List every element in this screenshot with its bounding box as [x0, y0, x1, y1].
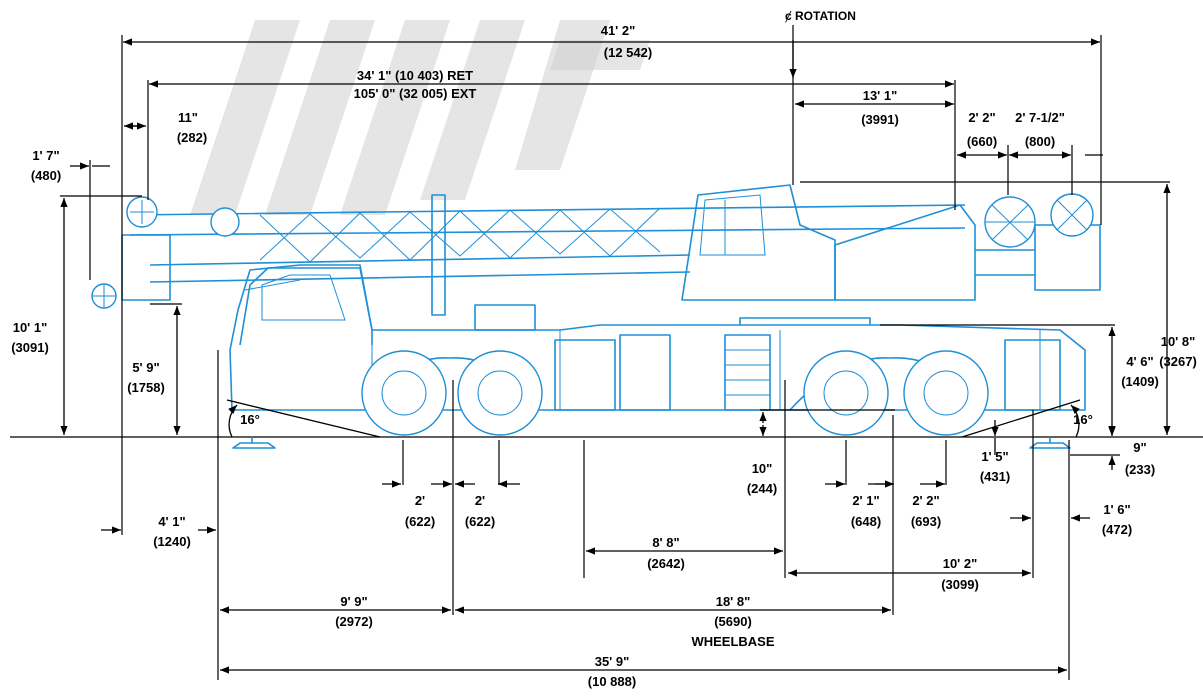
label-deck-height-ft: 4' 6" [1126, 354, 1153, 369]
label-rear-out-mm: (3099) [941, 577, 979, 592]
label-overall-height-mm: (3267) [1159, 354, 1197, 369]
label-rot-rear-mm: (3991) [861, 112, 899, 127]
label-rear-overhang-mm: (472) [1102, 522, 1132, 537]
label-outrigger-mm: (2642) [647, 556, 685, 571]
label-axle4-mm: (693) [911, 514, 941, 529]
label-tire1-mm: (622) [405, 514, 435, 529]
label-d480-ft: 1' 7" [32, 148, 59, 163]
tire-1 [361, 350, 447, 436]
dimension-lines [60, 25, 1171, 680]
jib-sheave [210, 207, 240, 237]
crane-illustration [91, 184, 1101, 449]
label-d800-ft: 2' 7-1/2" [1015, 110, 1065, 125]
hook-block-frame [121, 234, 171, 301]
front-outrigger-pad [232, 437, 276, 449]
label-tire1-ft: 2' [415, 493, 425, 508]
label-carrier-length-mm: (10 888) [588, 674, 636, 689]
label-wheelbase-ft: 18' 8" [716, 594, 751, 609]
label-wheelbase: WHEELBASE [691, 634, 774, 649]
label-wheelbase-mm: (5690) [714, 614, 752, 629]
tire-4 [903, 350, 989, 436]
label-boom-ext: 105' 0" (32 005) EXT [354, 86, 477, 101]
label-tire2-mm: (622) [465, 514, 495, 529]
label-axle3-mm: (648) [851, 514, 881, 529]
label-axle3-ft: 2' 1" [852, 493, 879, 508]
label-overall-length-mm: (12 542) [604, 45, 652, 60]
label-rear-out-ft: 10' 2" [943, 556, 978, 571]
label-overall-height-ft: 10' 8" [1161, 334, 1196, 349]
label-d282-mm: (282) [177, 130, 207, 145]
label-clearance-ft: 10" [752, 461, 773, 476]
label-outrigger-ft: 8' 8" [652, 535, 679, 550]
label-rot-rear-ft: 13' 1" [863, 88, 898, 103]
mast [431, 194, 446, 316]
label-height-boom-ft: 10' 1" [13, 320, 48, 335]
label-height-cab-mm: (1758) [127, 380, 165, 395]
label-d282-ft: 11" [178, 110, 198, 125]
watermark [190, 20, 650, 215]
label-d800-mm: (800) [1025, 134, 1055, 149]
label-front-axle-ft: 9' 9" [340, 594, 367, 609]
label-float-ft: 9" [1133, 440, 1146, 455]
boom-lattice [259, 207, 661, 263]
label-front-overhang-ft: 4' 1" [158, 514, 185, 529]
tire-3 [803, 350, 889, 436]
label-front-overhang-mm: (1240) [153, 534, 191, 549]
label-float-mm: (233) [1125, 462, 1155, 477]
carrier-body [229, 264, 1086, 411]
label-clearance-mm: (244) [747, 481, 777, 496]
label-angle-front: 16° [240, 412, 260, 427]
boom-chords [129, 204, 966, 283]
carrier-cab [239, 267, 373, 346]
label-overall-length-ft: 41' 2" [601, 23, 636, 38]
label-rear-overhang-ft: 1' 6" [1103, 502, 1130, 517]
front-outrigger-box [554, 339, 616, 411]
label-d660-mm: (660) [967, 134, 997, 149]
label-d431-ft: 1' 5" [981, 449, 1008, 464]
tire-2 [457, 350, 543, 436]
label-axle4-ft: 2' 2" [912, 493, 939, 508]
label-deck-height-mm: (1409) [1121, 374, 1159, 389]
label-front-axle-mm: (2972) [335, 614, 373, 629]
label-height-boom-mm: (3091) [11, 340, 49, 355]
turntable [739, 317, 871, 325]
label-tire2-ft: 2' [475, 493, 485, 508]
label-height-cab-ft: 5' 9" [132, 360, 159, 375]
label-angle-rear: 16° [1073, 412, 1093, 427]
rear-outrigger-box [1004, 339, 1061, 411]
label-rotation: ȼ ROTATION [785, 9, 856, 23]
label-boom-ret: 34' 1" (10 403) RET [357, 68, 473, 83]
boom-base [834, 204, 976, 301]
label-carrier-length-ft: 35' 9" [595, 654, 630, 669]
label-d480-mm: (480) [31, 168, 61, 183]
label-d660-ft: 2' 2" [968, 110, 995, 125]
ladder [724, 334, 771, 411]
tool-box [474, 304, 536, 331]
dimension-labels: ȼ ROTATION 41' 2" (12 542) 34' 1" (10 40… [11, 9, 1197, 689]
label-d431-mm: (431) [980, 469, 1010, 484]
rear-outrigger-pad [1029, 437, 1071, 449]
